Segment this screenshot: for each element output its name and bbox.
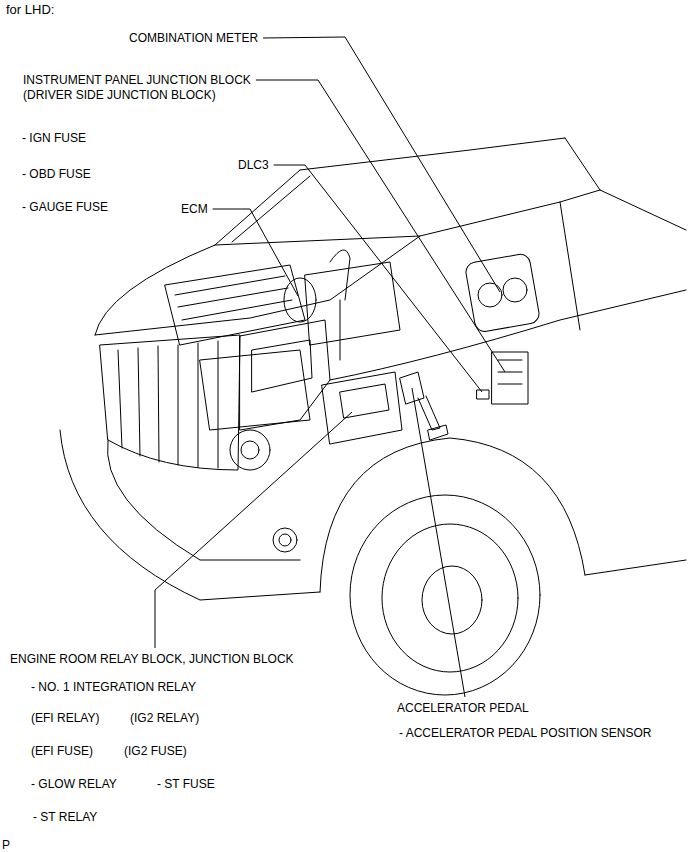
leader-line <box>274 165 482 392</box>
relay-name: - NO. 1 INTEGRATION RELAY <box>31 680 196 694</box>
leader-line <box>256 80 505 372</box>
fuse-name: (EFI FUSE) <box>31 744 93 758</box>
part-name: COMBINATION METER <box>129 31 258 45</box>
fuse-name: - IGN FUSE <box>22 131 86 145</box>
fuse-name: - ST FUSE <box>157 777 215 791</box>
relay-name: - ST RELAY <box>33 810 97 824</box>
leader-line <box>155 412 352 648</box>
sensor-name: - ACCELERATOR PEDAL POSITION SENSOR <box>399 726 652 740</box>
part-name: (DRIVER SIDE JUNCTION BLOCK) <box>23 88 216 102</box>
relay-name: (IG2 RELAY) <box>130 711 199 725</box>
page-mark: P <box>2 838 10 852</box>
fuse-name: - GAUGE FUSE <box>22 200 108 214</box>
part-name: ECM <box>181 202 208 216</box>
leader-line <box>213 209 298 296</box>
fuse-name: (IG2 FUSE) <box>124 744 187 758</box>
page-title: for LHD: <box>6 2 54 17</box>
relay-name: (EFI RELAY) <box>31 711 99 725</box>
fuse-name: - OBD FUSE <box>22 167 91 181</box>
relay-name: - GLOW RELAY <box>31 777 117 791</box>
part-name: ACCELERATOR PEDAL <box>397 701 529 715</box>
leader-line <box>412 388 465 697</box>
part-name: DLC3 <box>238 158 269 172</box>
part-name: INSTRUMENT PANEL JUNCTION BLOCK <box>23 73 251 87</box>
part-name: ENGINE ROOM RELAY BLOCK, JUNCTION BLOCK <box>10 652 294 666</box>
